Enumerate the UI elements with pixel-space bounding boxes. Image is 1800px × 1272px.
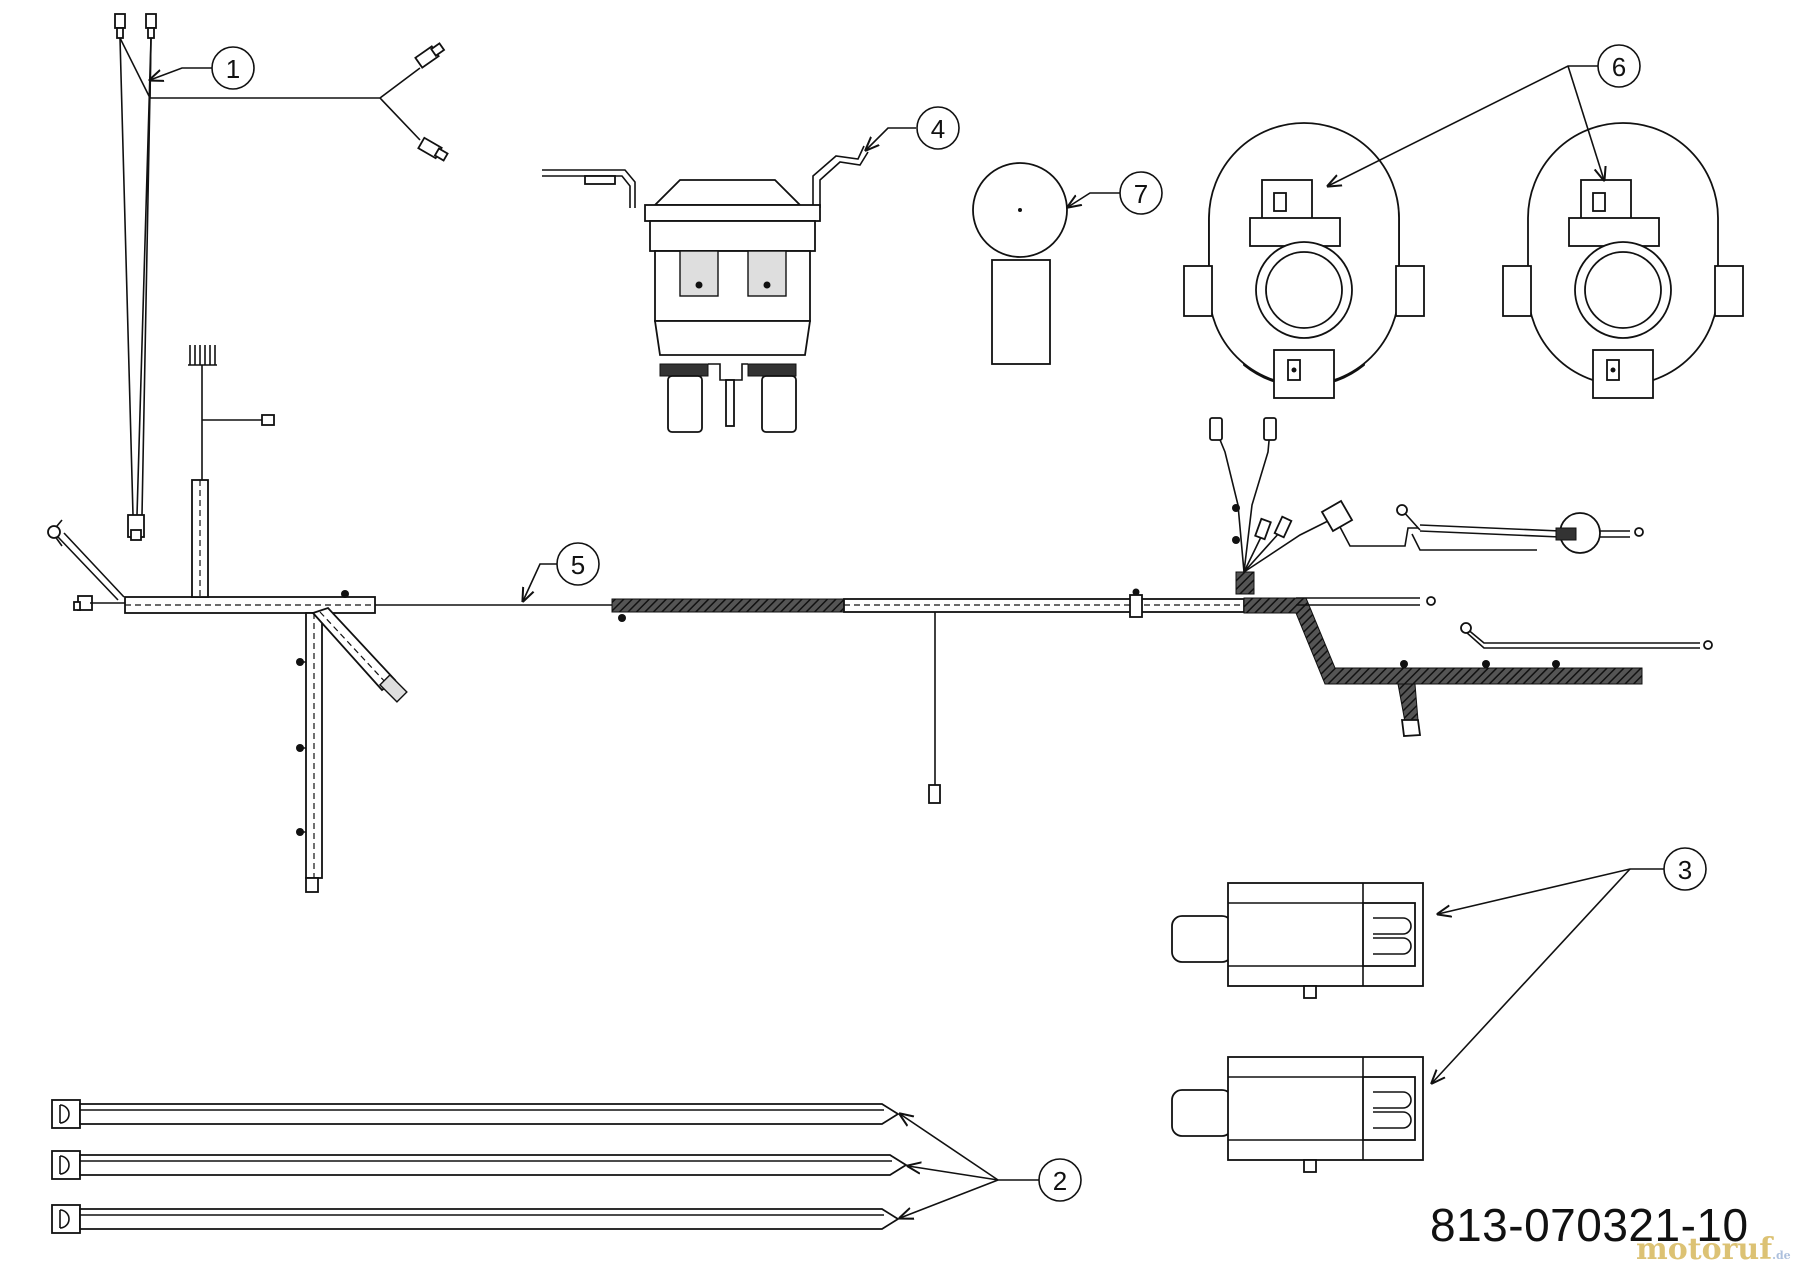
watermark-logo: motoruf.de — [1636, 1232, 1791, 1267]
drawing-part-number: 813-070321-10 — [1430, 1199, 1749, 1251]
watermark-text: motoruf — [1636, 1232, 1773, 1267]
callout-7-label: 7 — [1134, 179, 1148, 209]
part-2-cable-tie-2 — [51, 1150, 908, 1180]
part-7-cap — [972, 162, 1068, 365]
watermark-suffix: .de — [1772, 1249, 1791, 1262]
part-2-cable-tie-1 — [51, 1099, 900, 1129]
part-2-cable-tie-3 — [51, 1204, 900, 1234]
callout-4: 4 — [916, 106, 960, 150]
callout-1-label: 1 — [226, 54, 240, 84]
callout-3-label: 3 — [1678, 855, 1692, 885]
part-4-solenoid — [542, 145, 869, 433]
callout-3: 3 — [1663, 847, 1707, 891]
callout-4-label: 4 — [931, 114, 945, 144]
callout-leaders — [150, 65, 1665, 1218]
callout-6-label: 6 — [1612, 52, 1626, 82]
part-5-main-harness — [47, 345, 1713, 893]
callout-2: 2 — [1038, 1158, 1082, 1202]
part-1-connector-harness — [114, 13, 449, 541]
part-6-lamp-socket-right — [1502, 122, 1744, 399]
callout-6: 6 — [1597, 44, 1641, 88]
callout-5-label: 5 — [571, 550, 585, 580]
part-6-lamp-socket-left — [1183, 122, 1425, 399]
part-3-switch-bottom — [1171, 1056, 1424, 1173]
callout-7: 7 — [1119, 171, 1163, 215]
callout-2-label: 2 — [1053, 1166, 1067, 1196]
part-3-switch-top — [1171, 882, 1424, 999]
callout-5: 5 — [556, 542, 600, 586]
callout-1: 1 — [211, 46, 255, 90]
